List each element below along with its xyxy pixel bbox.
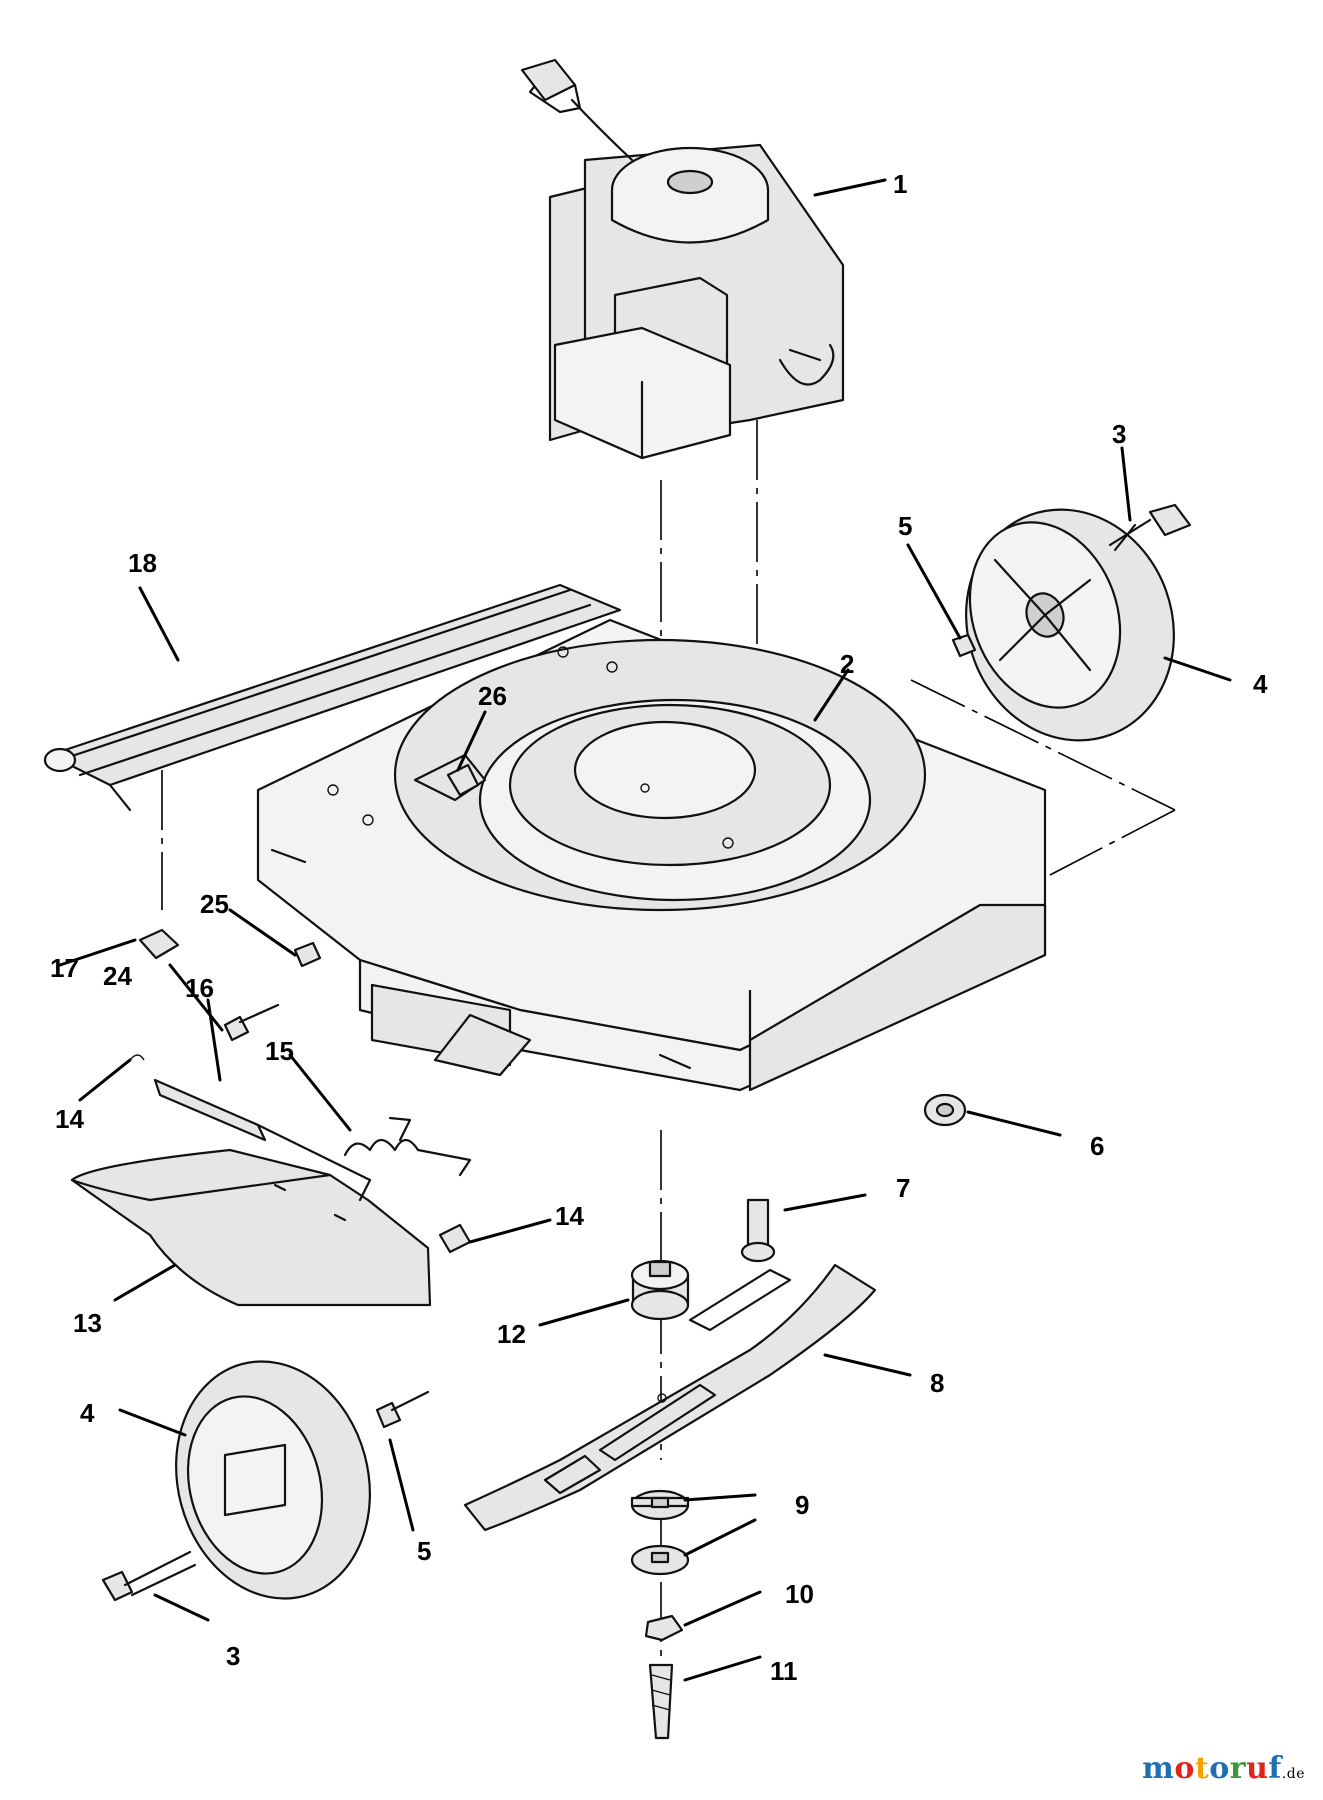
blade-adapter-9b-part [630,1544,690,1576]
axle-bolt-right-part [1108,503,1192,552]
spacer-right-part [951,633,977,658]
watermark-letter: r [1229,1751,1247,1786]
callout-17: 17 [50,953,79,983]
spacer-left-part [375,1390,430,1429]
adapter-part [630,1259,690,1321]
engine-part [520,58,845,460]
callout-14-left: 14 [55,1104,84,1134]
callout-5-right: 5 [898,511,912,541]
callout-4-right: 4 [1253,669,1268,699]
callout-11: 11 [770,1656,798,1686]
bolt-7-part [740,1198,776,1263]
blade-bolt-part [648,1663,674,1740]
callout-8: 8 [930,1368,944,1398]
blade-part [463,1263,877,1532]
callout-3-right: 3 [1112,419,1126,449]
watermark-letter: t [1194,1751,1210,1786]
watermark-letter: m [1142,1751,1175,1786]
axle-bolt-left-part [101,1550,197,1602]
bracket-part [446,763,480,797]
watermark-suffix: .de [1281,1766,1305,1782]
wheel-left-part [175,1360,371,1600]
washer-part [644,1614,684,1642]
callout-4-left: 4 [80,1398,95,1428]
callout-5-left: 5 [417,1536,431,1566]
callout-labels: 1 2 3 3 4 4 5 5 6 7 8 9 10 11 12 13 14 1… [50,169,1268,1686]
watermark-letter: f [1268,1751,1282,1786]
spring-part [343,1116,472,1177]
watermark-letter: o [1174,1751,1195,1786]
retainer-part [438,1223,472,1254]
leader-lines [58,178,1232,1682]
handle-tube-part [43,583,622,812]
callout-7: 7 [896,1173,910,1203]
watermark-letter: u [1246,1751,1269,1786]
callout-2: 2 [840,649,854,679]
deck-part [256,618,1047,1092]
callout-12: 12 [497,1319,526,1349]
callout-14-right: 14 [555,1201,584,1231]
callout-9: 9 [795,1490,809,1520]
site-watermark: motoruf.de [1142,1751,1305,1786]
clip-part [138,928,180,960]
blade-adapter-9a-part [630,1489,690,1521]
callout-25: 25 [200,889,229,919]
callout-26: 26 [478,681,507,711]
nut-part [293,941,322,968]
bolt-part [223,1003,280,1042]
callout-16: 16 [185,973,214,1003]
hinge-rod-part [129,1054,267,1142]
callout-3-left: 3 [226,1641,240,1671]
callout-6: 6 [1090,1131,1104,1161]
rear-flap-part [70,1123,432,1307]
height-adjuster-part [923,1093,967,1127]
watermark-letter: o [1209,1751,1230,1786]
callout-18: 18 [128,548,157,578]
callout-1: 1 [893,169,907,199]
callout-13: 13 [73,1308,102,1338]
wheel-right-part [965,508,1175,742]
callout-24: 24 [103,961,132,991]
callout-15: 15 [265,1036,294,1066]
callout-10: 10 [785,1579,814,1609]
